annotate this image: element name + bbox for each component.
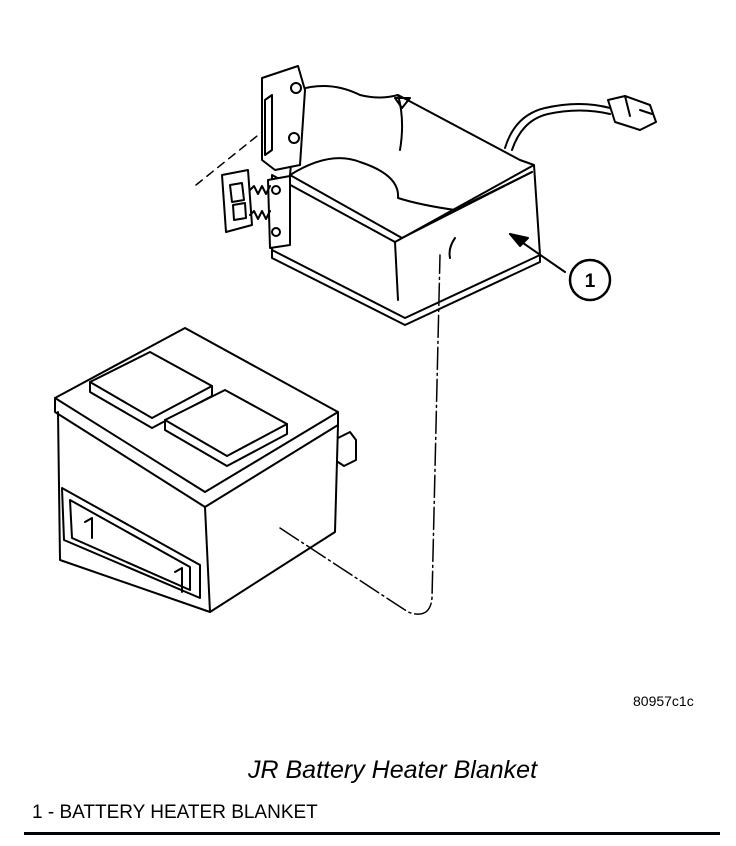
- power-cord: [504, 95, 657, 151]
- figure-id: 80957c1c: [633, 693, 694, 709]
- clasp-assembly: [195, 65, 306, 249]
- figure-title: JR Battery Heater Blanket: [248, 756, 538, 784]
- legend-item-1: 1 - BATTERY HEATER BLANKET: [32, 802, 318, 823]
- heater-blanket: [271, 85, 541, 326]
- divider-rule: [24, 832, 720, 835]
- battery-heater-illustration: 1: [54, 65, 657, 615]
- battery: [54, 254, 441, 615]
- callout-1-number: 1: [585, 271, 596, 292]
- callout-1: 1: [509, 233, 612, 302]
